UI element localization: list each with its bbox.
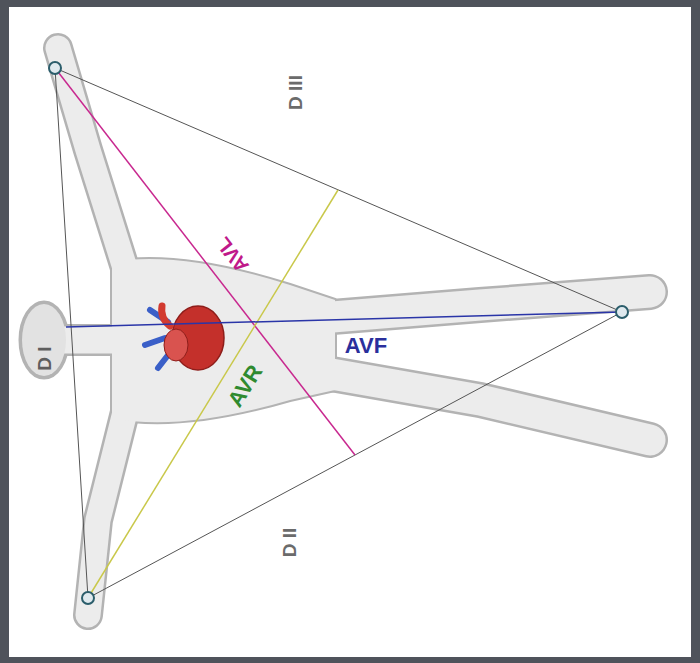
aorta [162, 306, 170, 326]
arm [58, 48, 125, 268]
avf-axis [66, 312, 622, 327]
heart [145, 306, 224, 370]
electrode [49, 62, 61, 74]
arm [58, 48, 125, 268]
leg [320, 292, 650, 318]
leg [320, 292, 650, 318]
body-fill [22, 48, 650, 615]
lead-label: D II [281, 527, 300, 557]
lead-line [55, 68, 622, 312]
leg [320, 372, 650, 440]
atrium [164, 329, 188, 361]
neck [62, 324, 112, 356]
avr-axis [88, 190, 338, 598]
electrode [616, 306, 628, 318]
leg [320, 372, 650, 440]
lead-label: AVF [345, 335, 387, 357]
torso [112, 259, 335, 422]
neck [62, 327, 112, 354]
arm [88, 412, 125, 615]
lead-label: D I [35, 346, 54, 370]
lead-line [55, 68, 88, 598]
electrodes [49, 62, 628, 604]
white-panel [9, 7, 691, 657]
head [22, 304, 66, 376]
einthoven-triangle [55, 68, 622, 598]
arm [88, 412, 125, 615]
lead-label: D III [286, 75, 305, 110]
body-outline [20, 48, 650, 615]
head [20, 302, 68, 378]
electrode [82, 592, 94, 604]
torso [112, 259, 335, 422]
avl-axis [55, 68, 355, 455]
